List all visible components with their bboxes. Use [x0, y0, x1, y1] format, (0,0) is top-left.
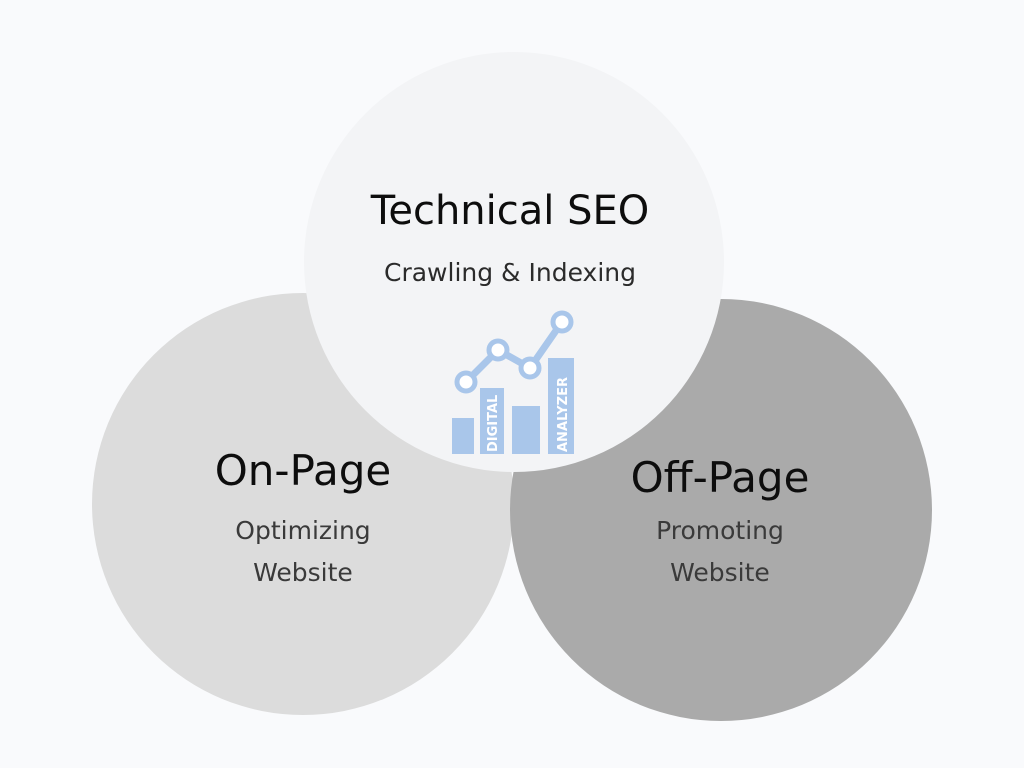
on-page-subtitle-line: Website [253, 558, 353, 587]
technical-seo-subtitle: Crawling & Indexing [384, 258, 636, 287]
on-page-subtitle-line: Optimizing [235, 516, 371, 545]
on-page-subtitle: Optimizing Website [153, 510, 453, 594]
logo-word-analyzer: ANALYZER [556, 377, 571, 452]
logo-word-digital: DIGITAL [486, 395, 501, 452]
bar-chart-trend-icon: DIGITAL ANALYZER [452, 310, 574, 454]
off-page-subtitle-line: Promoting [656, 516, 784, 545]
technical-seo-circle [304, 52, 724, 472]
off-page-title: Off-Page [630, 453, 810, 502]
on-page-title: On-Page [214, 446, 392, 495]
technical-seo-title: Technical SEO [370, 188, 650, 234]
digital-analyzer-logo: DIGITAL ANALYZER [452, 310, 574, 454]
off-page-subtitle: Promoting Website [570, 510, 870, 594]
off-page-subtitle-line: Website [670, 558, 770, 587]
